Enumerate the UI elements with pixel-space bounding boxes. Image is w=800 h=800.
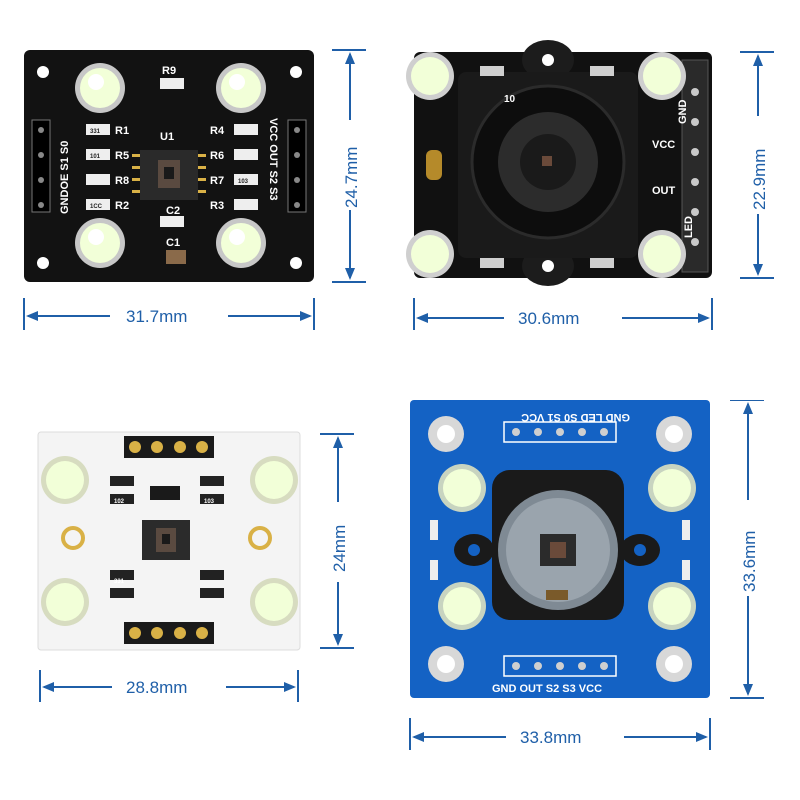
- label-c2: C2: [166, 205, 180, 217]
- height-dimension: [332, 49, 366, 283]
- pin-header-top: [124, 436, 214, 458]
- led-cluster: [75, 63, 266, 268]
- module-black-tcs3200: R9 U1 R1 R5 R8 R2 R4 R6 R7 R3 C2 C1 331 …: [0, 0, 400, 400]
- module-black-lens: 10 VCC GND OUT LED 30.6mm 22.9mm: [400, 0, 800, 400]
- mounting-holes: [61, 526, 272, 550]
- transistor: [150, 486, 180, 500]
- pin-header-bottom: [124, 622, 214, 644]
- width-label: 33.8mm: [520, 728, 581, 747]
- label-r3: R3: [210, 200, 224, 212]
- res-code-101: 101: [90, 154, 101, 160]
- label-r2: R2: [115, 200, 129, 212]
- smd-resistors: [110, 476, 224, 598]
- height-label: 24.7mm: [342, 147, 361, 208]
- width-label: 28.8mm: [126, 678, 187, 697]
- smd-components: [430, 520, 690, 580]
- mounting-holes: [37, 66, 302, 269]
- led-cluster: [41, 456, 298, 626]
- pin-header-bottom: [503, 655, 617, 677]
- component-yellow: [426, 150, 442, 180]
- label-out: OUT: [652, 185, 676, 197]
- res-code-331: 331: [90, 129, 101, 135]
- label-c1: C1: [166, 237, 180, 249]
- res-code-102: 102: [114, 499, 125, 505]
- res-code-103: 103: [238, 179, 249, 185]
- label-r8: R8: [115, 175, 129, 187]
- width-dimension: [413, 298, 713, 330]
- mounting-holes: [428, 416, 692, 682]
- width-label: 30.6mm: [518, 309, 579, 328]
- pin-header: [681, 59, 709, 273]
- label-r9: R9: [162, 65, 176, 77]
- label-r6: R6: [210, 150, 224, 162]
- height-label: 24mm: [330, 525, 349, 572]
- left-pin-labels: GNDOE S1 S0: [59, 141, 71, 214]
- lens-holder: [454, 470, 660, 620]
- res-code-331: 331: [114, 579, 125, 585]
- bottom-pin-labels: GND OUT S2 S3 VCC: [492, 683, 602, 695]
- label-vcc: VCC: [652, 139, 675, 151]
- label-led: LED: [683, 216, 695, 238]
- led-cluster: [438, 464, 696, 630]
- height-label: 33.6mm: [740, 531, 759, 592]
- right-pin-header: [287, 119, 307, 213]
- tcs3200-sensor-chip: [132, 150, 206, 200]
- label-r7: R7: [210, 175, 224, 187]
- led-cluster: [406, 52, 686, 278]
- label-r1: R1: [115, 125, 129, 137]
- width-dimension: [409, 718, 711, 750]
- left-pin-header: [31, 119, 51, 213]
- smd-resistors: [86, 78, 258, 227]
- label-gnd: GND: [677, 100, 689, 125]
- width-dimension: [39, 670, 299, 702]
- res-code-103: 103: [204, 499, 215, 505]
- label-u1: U1: [160, 131, 174, 143]
- label-r4: R4: [210, 125, 225, 137]
- pin-header-top: [503, 421, 617, 443]
- height-label: 22.9mm: [750, 149, 769, 210]
- right-pin-labels: VCC OUT S2 S3: [267, 118, 279, 201]
- width-label: 31.7mm: [126, 307, 187, 326]
- res-code-1cc: 1CC: [90, 204, 103, 210]
- sensor-chip: [142, 520, 190, 560]
- lens-holder: [458, 40, 638, 286]
- top-pin-labels: GND LED S0 S1 VCC: [521, 411, 630, 423]
- smd-resistors: [480, 66, 614, 268]
- capacitor-c1: [166, 250, 186, 264]
- label-r5: R5: [115, 150, 129, 162]
- module-white: 331 102 103 28.8mm 24mm: [0, 400, 400, 800]
- width-dimension: [23, 298, 315, 330]
- module-blue: GND LED S0 S1 VCC GND OUT S2 S3 VCC 33.8…: [400, 400, 800, 800]
- height-dimension: [320, 433, 354, 649]
- lens-mark: 10: [504, 94, 516, 105]
- height-dimension: [730, 400, 764, 699]
